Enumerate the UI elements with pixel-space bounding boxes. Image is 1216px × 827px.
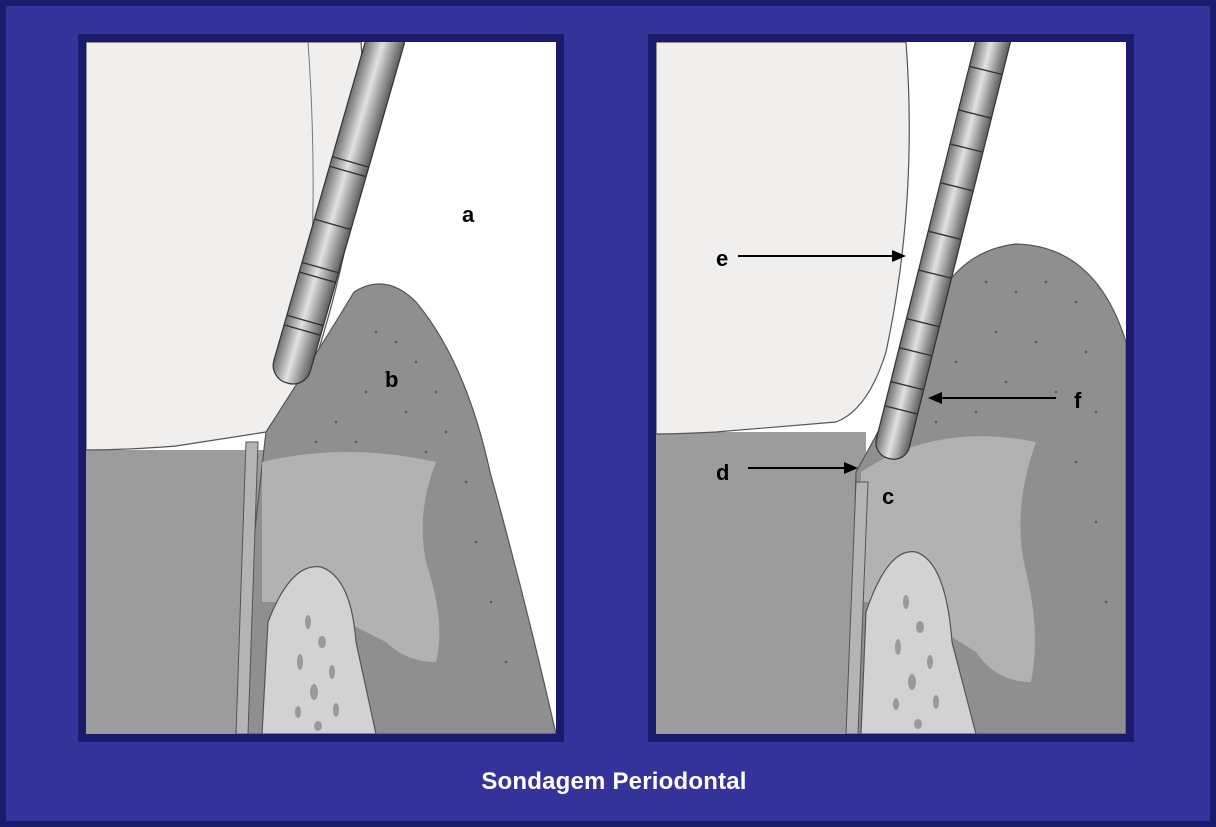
label-d: d xyxy=(716,460,729,485)
label-c: c xyxy=(882,484,894,509)
label-a: a xyxy=(462,202,475,227)
right-root-tissue xyxy=(656,432,866,734)
label-f: f xyxy=(1074,388,1082,413)
left-illustration-panel: a b xyxy=(78,34,564,742)
left-illustration: a b xyxy=(86,42,556,734)
right-illustration-panel: e f d c xyxy=(648,34,1134,742)
caption: Sondagem Periodontal xyxy=(6,768,1216,796)
right-tooth-crown xyxy=(656,42,909,434)
label-e: e xyxy=(716,246,728,271)
right-illustration: e f d c xyxy=(656,42,1126,734)
label-b: b xyxy=(385,367,398,392)
